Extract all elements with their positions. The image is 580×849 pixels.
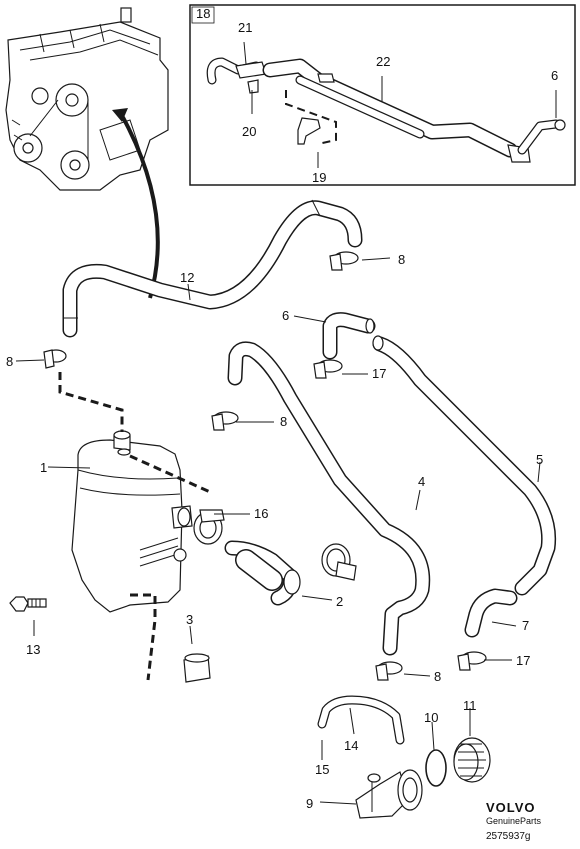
callout-8-b: 8 — [398, 252, 405, 267]
clamp-17-a — [313, 359, 343, 379]
hose-12 — [62, 199, 363, 338]
callout-8-a: 8 — [6, 354, 13, 369]
leader-lines — [15, 41, 557, 805]
expansion-tank — [58, 372, 211, 681]
callout-10: 10 — [424, 710, 438, 725]
callout-17-b: 17 — [516, 653, 530, 668]
callout-18: 18 — [196, 6, 210, 21]
callout-4: 4 — [418, 474, 425, 489]
bolt-13 — [9, 596, 47, 612]
clamp-hose-2 — [321, 543, 357, 581]
callout-21: 21 — [238, 20, 252, 35]
callout-19: 19 — [312, 170, 326, 185]
brand-logo: VOLVO — [486, 800, 536, 815]
hose-14 — [317, 695, 405, 745]
callout-6-inset: 6 — [551, 68, 558, 83]
hose-4 — [227, 341, 431, 656]
callout-9: 9 — [306, 796, 313, 811]
clamp-17-b — [457, 651, 487, 671]
housing-11 — [453, 737, 491, 783]
brand-subtitle: GenuineParts — [486, 816, 542, 826]
callout-13: 13 — [26, 642, 40, 657]
callout-8-d: 8 — [434, 669, 441, 684]
clamp-16 — [193, 509, 225, 545]
clamp-8-a — [43, 349, 67, 369]
clamp-8-b — [329, 251, 359, 271]
location-arrow — [112, 108, 160, 299]
callout-2: 2 — [336, 594, 343, 609]
callout-11: 11 — [463, 698, 477, 713]
callout-16: 16 — [254, 506, 268, 521]
callout-5: 5 — [536, 452, 543, 467]
inset-detail-box — [189, 4, 576, 186]
sleeve-3 — [183, 653, 211, 683]
callout-12: 12 — [180, 270, 194, 285]
housing-9 — [355, 769, 423, 819]
callout-14: 14 — [344, 738, 358, 753]
callout-8-c: 8 — [280, 414, 287, 429]
callout-3: 3 — [186, 612, 193, 627]
hose-2 — [224, 540, 301, 606]
engine-illustration — [5, 7, 169, 191]
callout-6: 6 — [282, 308, 289, 323]
hose-7 — [464, 588, 518, 638]
callout-22: 22 — [376, 54, 390, 69]
clamp-8-c — [211, 411, 239, 431]
callout-15: 15 — [315, 762, 329, 777]
callout-20: 20 — [242, 124, 256, 139]
diagram-code: 2575937g — [486, 831, 531, 842]
brand-footer: VOLVO GenuineParts 2575937g — [486, 800, 542, 842]
callout-7: 7 — [522, 618, 529, 633]
o-ring-10 — [425, 749, 447, 787]
hose-5 — [372, 335, 557, 596]
callout-17-a: 17 — [372, 366, 386, 381]
callout-labels: 18 21 22 6 20 19 12 8 6 8 17 8 1 5 4 16 … — [6, 6, 558, 811]
callout-1: 1 — [40, 460, 47, 475]
clamp-8-d — [375, 661, 403, 681]
hose-6 — [322, 312, 376, 360]
